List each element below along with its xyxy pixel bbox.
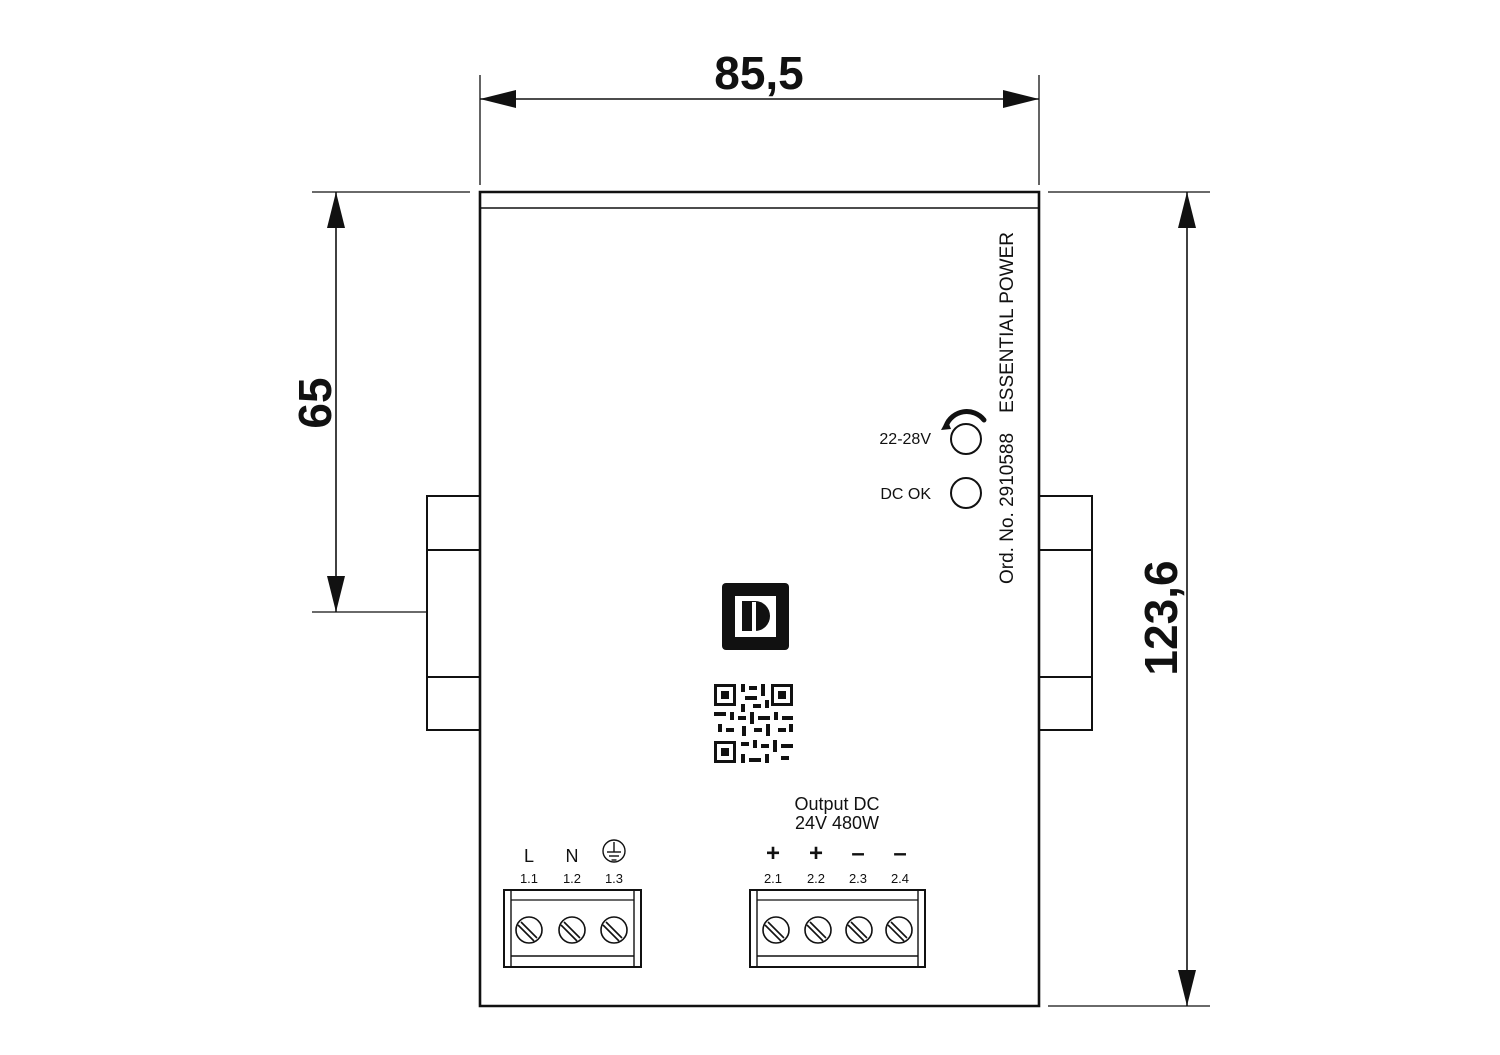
upper-height-dimension (312, 192, 470, 612)
terminal-number-2-3: 2.3 (849, 871, 867, 886)
earth-ground-icon (603, 840, 625, 862)
potentiometer-icon[interactable] (941, 412, 984, 454)
terminal-number-1-3: 1.3 (605, 871, 623, 886)
output-screw-1[interactable] (763, 917, 789, 943)
output-screw-3[interactable] (846, 917, 872, 943)
left-rail-clip (427, 496, 480, 730)
phoenix-contact-logo-icon (722, 583, 789, 650)
output-rating-label: 24V 480W (795, 813, 879, 833)
terminal-symbol-L: L (524, 846, 534, 866)
total-height-dimension (1048, 192, 1210, 1006)
terminal-symbol-2-2: + (809, 840, 823, 867)
dc-ok-label: DC OK (880, 486, 931, 503)
width-dimension-label: 85,5 (714, 47, 804, 99)
output-dc-label: Output DC (794, 794, 879, 814)
output-screw-2[interactable] (805, 917, 831, 943)
output-screw-4[interactable] (886, 917, 912, 943)
terminal-number-2-4: 2.4 (891, 871, 909, 886)
brand-label: ESSENTIAL POWER (997, 232, 1018, 413)
terminal-number-2-1: 2.1 (764, 871, 782, 886)
width-dimension (480, 75, 1039, 185)
terminal-symbol-2-1: + (766, 840, 780, 867)
order-number-label: Ord. No. 2910588 (997, 433, 1018, 584)
terminal-symbol-2-4: – (893, 840, 906, 867)
total-height-dimension-label: 123,6 (1135, 560, 1187, 675)
input-screw-3[interactable] (601, 917, 627, 943)
terminal-number-2-2: 2.2 (807, 871, 825, 886)
terminal-symbol-2-3: – (851, 840, 864, 867)
input-screw-1[interactable] (516, 917, 542, 943)
right-rail-clip (1039, 496, 1092, 730)
input-screw-2[interactable] (559, 917, 585, 943)
led-indicator-icon (951, 478, 981, 508)
upper-height-dimension-label: 65 (289, 377, 341, 428)
terminal-symbol-N: N (566, 846, 579, 866)
terminal-number-1-2: 1.2 (563, 871, 581, 886)
voltage-adjust-label: 22-28V (879, 431, 931, 448)
qr-code-icon (713, 683, 794, 764)
terminal-number-1-1: 1.1 (520, 871, 538, 886)
